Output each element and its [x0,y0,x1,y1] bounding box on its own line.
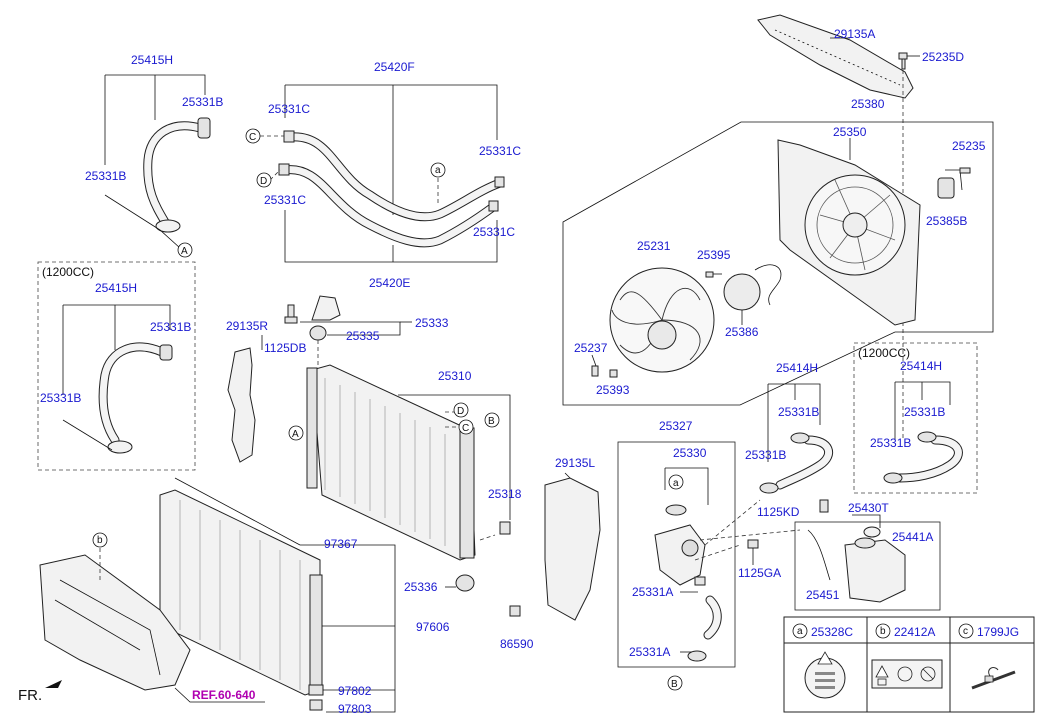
label-25235[interactable]: 25235 [952,139,986,153]
label-25331A[interactable]: 25331A [632,585,673,599]
side-guard-r [227,335,263,463]
callout-b: b [97,535,103,546]
label-97803[interactable]: 97803 [338,702,372,716]
callout-D: D [457,406,464,417]
legend-callout-b: b [880,626,886,637]
label-25331B[interactable]: 25331B [85,169,126,183]
label-25385B[interactable]: 25385B [926,214,967,228]
label-25331A[interactable]: 25331A [629,645,670,659]
label-1200cc: (1200CC) [42,265,94,279]
label-1125GA[interactable]: 1125GA [738,566,781,580]
label-1125DB[interactable]: 1125DB [264,341,306,355]
label-25331B[interactable]: 25331B [182,95,223,109]
callout-a: a [435,165,441,176]
label-1200cc: (1200CC) [858,346,910,360]
label-25231[interactable]: 25231 [637,239,671,253]
label-25415H[interactable]: 25415H [131,53,173,67]
label-25335[interactable]: 25335 [346,329,380,343]
label-25331B[interactable]: 25331B [778,405,819,419]
fan-assembly-group [562,121,994,406]
label-25414H[interactable]: 25414H [776,361,818,375]
label-25350[interactable]: 25350 [833,125,867,139]
callout-a: a [673,478,679,489]
label-25310[interactable]: 25310 [438,369,472,383]
upper-hose-group [104,74,211,258]
label-25331C[interactable]: 25331C [479,144,521,158]
callout-D: D [260,176,267,187]
legend-callout-c: c [963,626,968,637]
legend-callout-a: a [797,626,803,637]
label-25331B[interactable]: 25331B [745,448,786,462]
radiator-group [288,364,511,592]
legend-code-b[interactable]: 22412A [894,625,935,639]
legend-code-c[interactable]: 1799JG [977,625,1019,639]
label-25331B[interactable]: 25331B [150,320,191,334]
label-25318[interactable]: 25318 [488,487,522,501]
heater-hose-group [245,84,505,263]
label-25414H[interactable]: 25414H [900,359,942,373]
1200cc-hose-box-right [853,342,978,494]
label-97802[interactable]: 97802 [338,684,372,698]
mount-bracket-group [284,295,412,365]
label-25451[interactable]: 25451 [806,588,840,602]
legend-table [783,616,1035,713]
label-1125KD[interactable]: 1125KD [757,505,800,519]
callout-C: C [462,423,469,434]
label-25235D[interactable]: 25235D [922,50,964,64]
condenser-group [159,477,396,713]
label-25395[interactable]: 25395 [697,248,731,262]
label-25331B[interactable]: 25331B [904,405,945,419]
label-25331B[interactable]: 25331B [40,391,81,405]
label-25420F[interactable]: 25420F [374,60,415,74]
label-25331B[interactable]: 25331B [870,436,911,450]
label-25336[interactable]: 25336 [404,580,438,594]
label-25441A[interactable]: 25441A [892,530,933,544]
callout-C: C [249,132,256,143]
thermostat-group [617,441,801,691]
label-29135A[interactable]: 29135A [834,27,875,41]
label-25380[interactable]: 25380 [851,97,885,111]
1200cc-hose-box-left [37,261,196,471]
cable-tie-icon [971,670,1016,690]
label-97606[interactable]: 97606 [416,620,450,634]
label-25237[interactable]: 25237 [574,341,608,355]
callout-A: A [292,429,299,440]
callout-A: A [181,246,188,257]
callout-B: B [671,679,678,690]
label-25393[interactable]: 25393 [596,383,630,397]
ref-link[interactable]: REF.60-640 [192,688,256,702]
label-29135R[interactable]: 29135R [226,319,268,333]
label-25331C[interactable]: 25331C [268,102,310,116]
legend-code-a[interactable]: 25328C [811,625,853,639]
label-25331C[interactable]: 25331C [473,225,515,239]
label-25331C[interactable]: 25331C [264,193,306,207]
callout-B: B [488,416,495,427]
label-25415H[interactable]: 25415H [95,281,137,295]
front-direction-label: FR. [18,687,42,704]
front-carrier-group [39,532,265,703]
label-29135L[interactable]: 29135L [555,456,595,470]
lower-hose-group [759,383,834,494]
label-86590[interactable]: 86590 [500,637,534,651]
label-25386[interactable]: 25386 [725,325,759,339]
label-25420E[interactable]: 25420E [369,276,410,290]
label-25330[interactable]: 25330 [673,446,707,460]
label-25430T[interactable]: 25430T [848,501,889,515]
reservoir-group [747,499,941,611]
side-guard-l [509,472,601,621]
label-25333[interactable]: 25333 [415,316,449,330]
label-97367[interactable]: 97367 [324,537,358,551]
label-25327[interactable]: 25327 [659,419,693,433]
